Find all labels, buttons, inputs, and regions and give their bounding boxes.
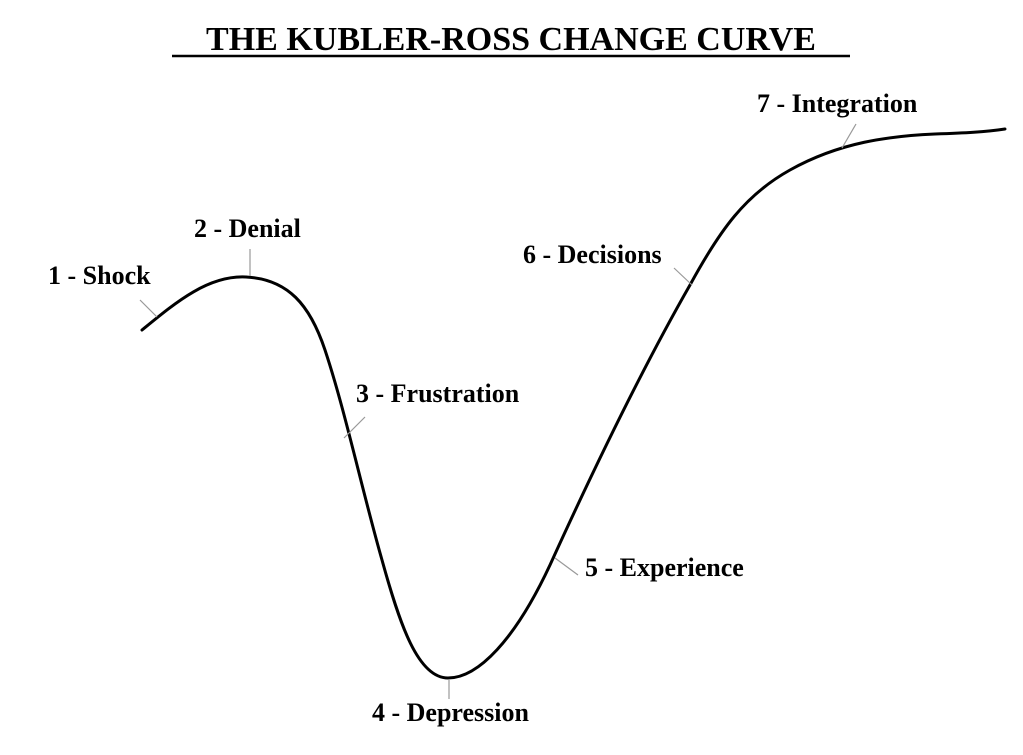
leader-decisions: [673, 267, 693, 286]
stage-label-decisions: 6 - Decisions: [523, 240, 662, 269]
stage-label-experience: 5 - Experience: [585, 553, 744, 582]
stage-label-frustration: 3 - Frustration: [356, 379, 520, 408]
leader-frustration: [343, 416, 366, 439]
stage-label-depression: 4 - Depression: [372, 698, 530, 727]
diagram-title: THE KUBLER-ROSS CHANGE CURVE: [206, 21, 816, 58]
leader-integration: [841, 123, 857, 149]
change-curve: [140, 127, 1007, 680]
leader-shock: [139, 299, 158, 318]
leader-experience: [554, 557, 579, 576]
stage-label-shock: 1 - Shock: [48, 261, 151, 290]
stage-label-integration: 7 - Integration: [757, 89, 918, 118]
stage-label-denial: 2 - Denial: [194, 214, 301, 243]
